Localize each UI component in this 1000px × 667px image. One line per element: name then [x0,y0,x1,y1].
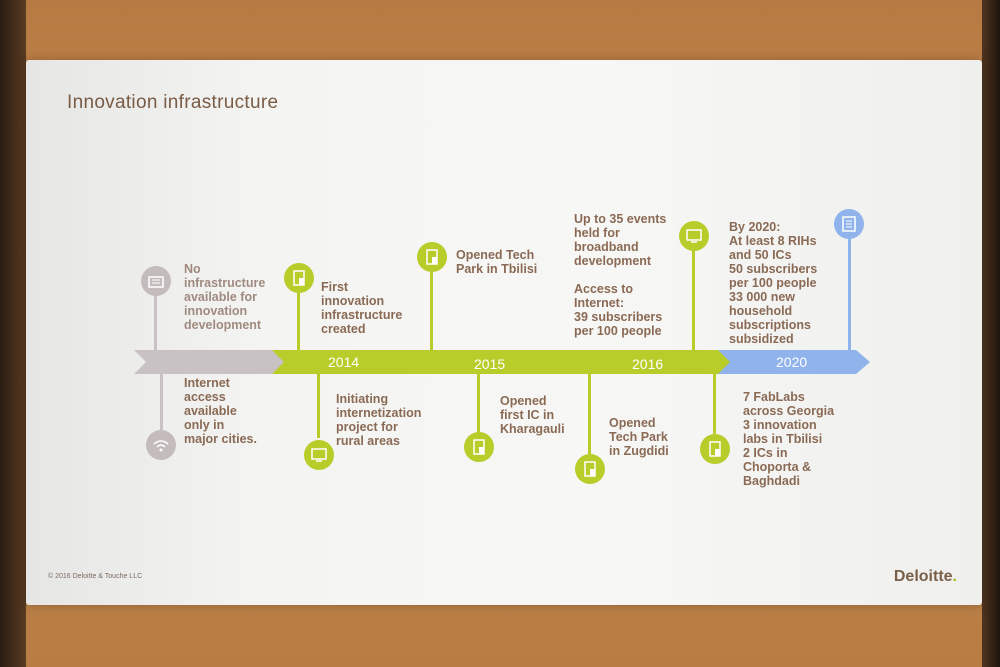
screen-edge-right [982,0,1000,667]
stem [317,374,320,438]
segment-start [134,350,288,374]
wifi-icon [146,430,176,460]
event-text: Internet access available only in major … [184,376,257,446]
stem [154,294,157,350]
stem [692,250,695,350]
segment-2015 [416,350,578,374]
stem [297,292,300,350]
document-icon [284,263,314,293]
segment-2020 [718,350,870,374]
stem [713,374,716,434]
screen-edge-left [0,0,26,667]
timeline-arrows [134,350,870,374]
year-label: 2020 [776,354,808,370]
list-icon [834,209,864,239]
event-text: No infrastructure available for innovati… [184,262,266,332]
copyright-footer: © 2016 Deloitte & Touche LLC [48,573,143,580]
event-text: Initiating internetization project for r… [336,392,422,448]
brand-dot: . [952,568,957,585]
event-text: Opened Tech Park in Tbilisi [456,248,538,276]
brand-logo: Deloitte. [894,568,957,586]
year-label: 2015 [474,356,506,372]
event-text: 7 FabLabs across Georgia 3 innovation la… [743,390,835,488]
document-icon [575,454,605,484]
event-text: First innovation infrastructure created [321,280,403,336]
stem [160,374,163,430]
slide: Innovation infrastructure 2014 2015 2016… [26,60,982,605]
stem [477,374,480,434]
brand-name: Deloitte [893,568,953,585]
year-label: 2014 [328,354,360,370]
segment-2014 [272,350,432,374]
stem [588,374,591,454]
monitor-icon [679,221,709,251]
document-icon [464,432,494,462]
monitor-icon [304,440,334,470]
building-icon [141,266,171,296]
event-text: Up to 35 events held for broadband devel… [574,212,667,338]
stem [430,272,433,350]
slide-title: Innovation infrastructure [67,92,279,113]
stem [848,238,851,350]
year-label: 2016 [632,356,664,372]
document-icon [700,434,730,464]
event-text: Opened first IC in Kharagauli [500,394,565,436]
segment-2016 [562,350,734,374]
document-icon [417,242,447,272]
event-text: By 2020: At least 8 RIHs and 50 ICs 50 s… [729,220,818,346]
event-text: Opened Tech Park in Zugdidi [609,416,669,458]
